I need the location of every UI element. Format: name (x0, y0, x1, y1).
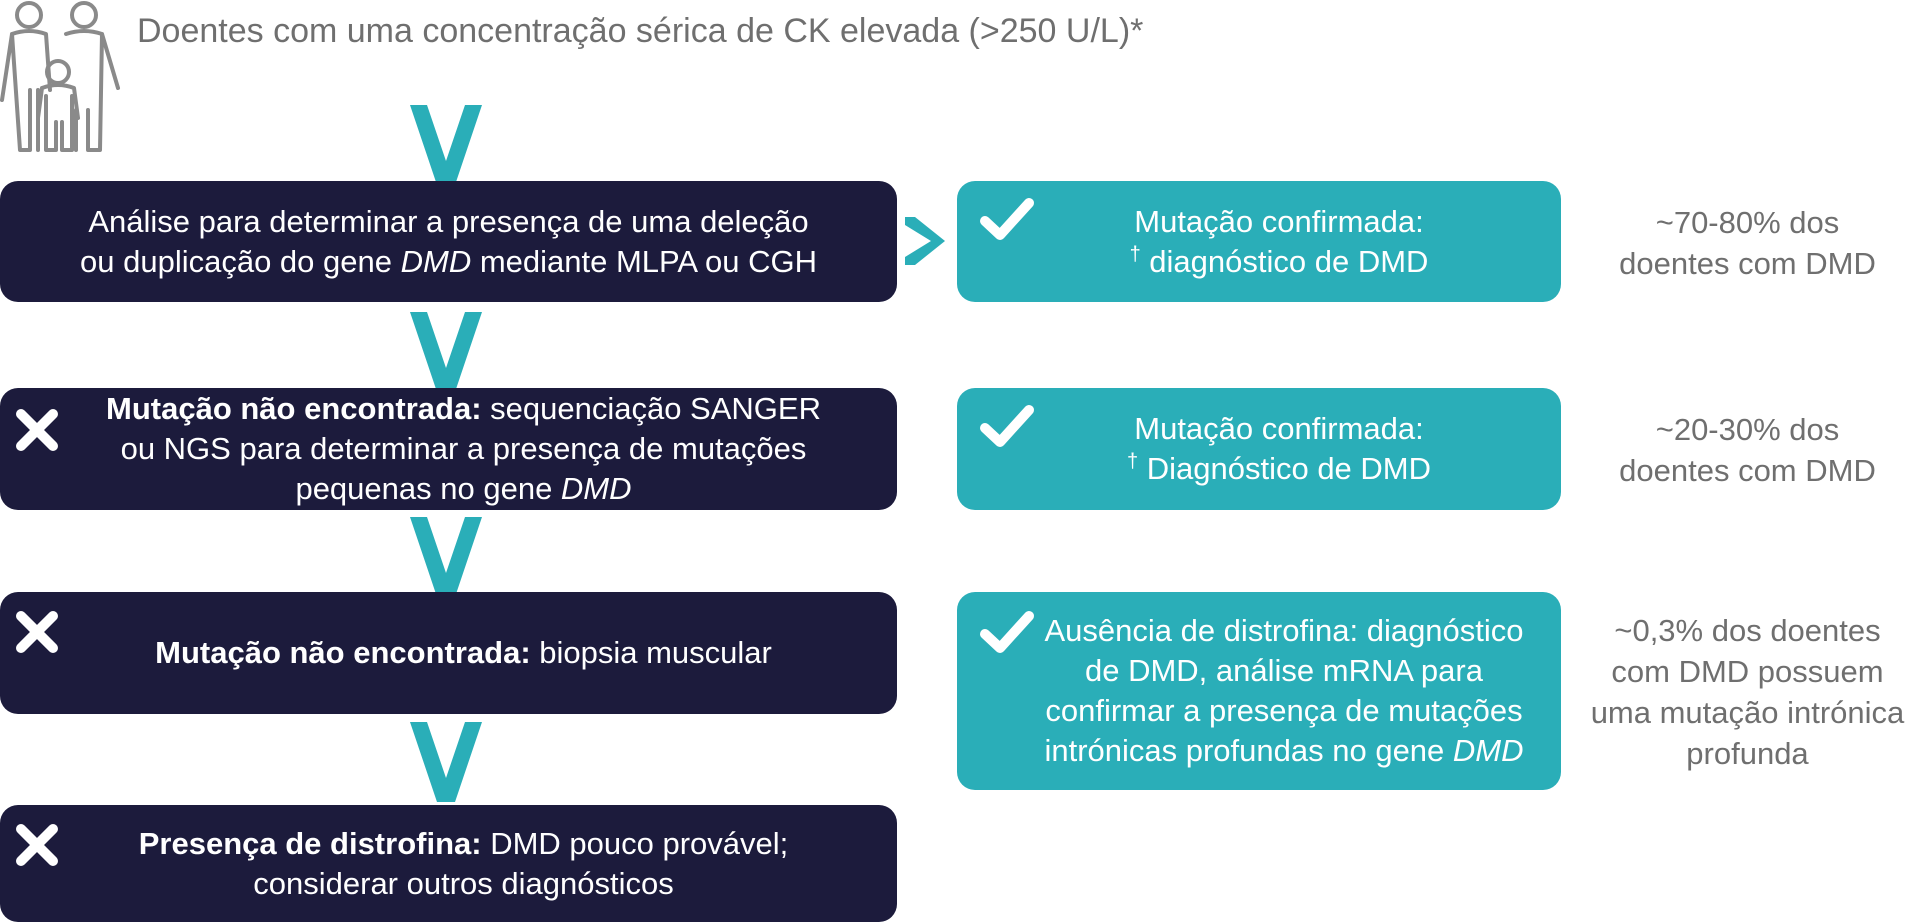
step-biopsy-box: Mutação não encontrada: biopsia muscular (0, 592, 897, 714)
step2-line3: pequenas no gene DMD (295, 471, 632, 506)
result2-line2: † Diagnóstico de DMD (1126, 450, 1432, 486)
result1-line2: † diagnóstico de DMD (1129, 243, 1429, 279)
x-icon (16, 409, 58, 451)
check-icon (980, 611, 1034, 653)
step1-line1: Análise para determinar a presença de um… (88, 203, 809, 239)
chevron-down-icon (410, 312, 482, 392)
chevron-right-icon (905, 217, 945, 265)
stat-deletion: ~70-80% dos doentes com DMD (1619, 205, 1876, 281)
check-icon (980, 198, 1034, 240)
header-text: Doentes com uma concentração sérica de C… (137, 12, 1144, 50)
chevron-down-icon (410, 517, 482, 597)
result-confirmed-box-1: Mutação confirmada: † diagnóstico de DMD (957, 181, 1561, 302)
stat-small-mutation: ~20-30% dos doentes com DMD (1619, 412, 1876, 488)
step-mlpa-box: Análise para determinar a presença de um… (0, 181, 897, 302)
result-confirmed-box-2: Mutação confirmada: † Diagnóstico de DMD (957, 388, 1561, 510)
step-sequencing-box: Mutação não encontrada: sequenciação SAN… (0, 388, 897, 510)
result2-line1: Mutação confirmada: (1134, 411, 1424, 446)
result3-line1: Ausência de distrofina: diagnóstico (1044, 613, 1524, 648)
step4-line2: considerar outros diagnósticos (253, 865, 674, 901)
x-icon (16, 824, 58, 866)
check-icon (980, 405, 1034, 447)
step2-line2: ou NGS para determinar a presença de mut… (120, 431, 807, 466)
step4-line1: Presença de distrofina: DMD pouco prováv… (138, 825, 789, 861)
result3-line4: intrónicas profundas no gene DMD (1044, 733, 1524, 768)
result3-line2: de DMD, análise mRNA para (1084, 653, 1483, 688)
step3-line1: Mutação não encontrada: biopsia muscular (155, 635, 772, 670)
step1-line2: ou duplicação do gene DMD mediante MLPA … (80, 243, 817, 279)
chevron-down-icon (410, 722, 482, 802)
result1-line1: Mutação confirmada: (1134, 203, 1424, 239)
x-icon (16, 611, 58, 653)
result3-line3: confirmar a presença de mutações (1045, 693, 1523, 728)
stat-intronic: ~0,3% dos doentes com DMD possuem uma mu… (1590, 613, 1905, 771)
step-dystrophin-box: Presença de distrofina: DMD pouco prováv… (0, 805, 897, 922)
family-icon (0, 1, 120, 152)
chevron-down-icon (410, 105, 482, 185)
step2-line1: Mutação não encontrada: sequenciação SAN… (106, 391, 821, 426)
result-absence-box: Ausência de distrofina: diagnóstico de D… (957, 592, 1561, 790)
